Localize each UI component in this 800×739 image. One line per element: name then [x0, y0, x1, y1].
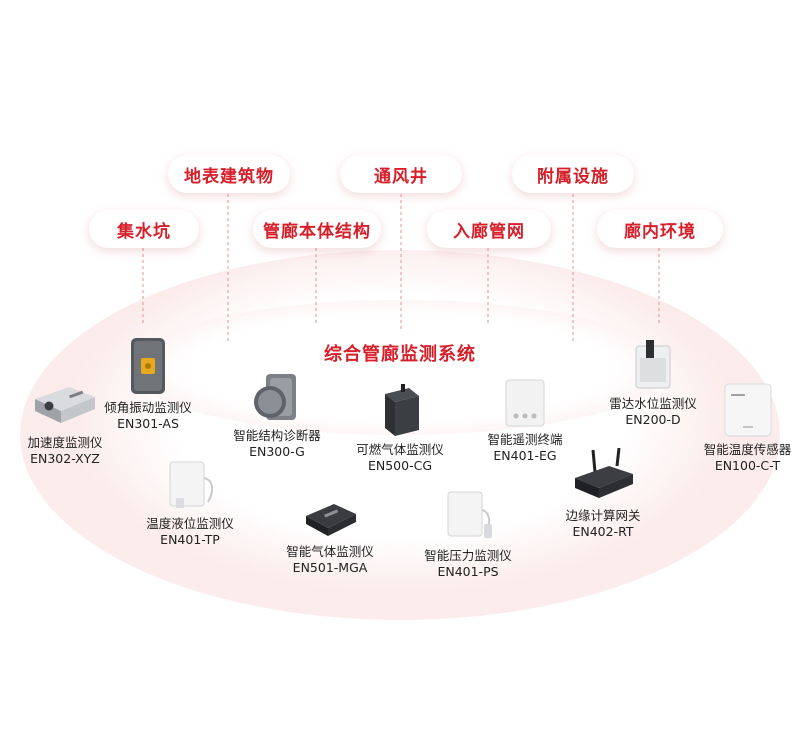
category-label: 入廊管网: [453, 221, 525, 242]
category-label: 管廊本体结构: [263, 221, 371, 242]
device-temperature: 智能温度传感器 EN100-C-T: [695, 382, 800, 474]
device-edge-gateway: 边缘计算网关 EN402-RT: [548, 447, 658, 540]
device-remote: 智能遥测终端 EN401-EG: [470, 378, 580, 464]
device-name: 智能温度传感器: [703, 442, 792, 457]
device-name: 智能结构诊断器: [233, 428, 321, 443]
gas-detector-icon: [377, 384, 423, 438]
category-tunnel-environment: 廊内环境: [597, 210, 723, 248]
device-model: EN200-D: [625, 412, 681, 427]
device-model: EN100-C-T: [714, 458, 781, 473]
liquid-level-icon: [162, 458, 218, 512]
pressure-sensor-icon: [440, 488, 496, 544]
device-accelerometer: 加速度监测仪 EN302-XYZ: [10, 375, 120, 467]
device-name: 加速度监测仪: [27, 435, 103, 450]
category-label: 通风井: [374, 166, 428, 187]
device-combustible: 可燃气体监测仪 EN500-CG: [345, 384, 455, 474]
device-model: EN401-TP: [160, 532, 220, 547]
gateway-router-icon: [571, 447, 635, 504]
device-model: EN401-PS: [437, 564, 499, 579]
temperature-sensor-icon: [721, 382, 775, 438]
device-name: 边缘计算网关: [565, 508, 641, 523]
telemetry-terminal-icon: [502, 378, 548, 428]
device-model: EN401-EG: [493, 448, 557, 463]
sensor-box-icon: [29, 375, 101, 431]
device-model: EN300-G: [249, 444, 305, 459]
category-label: 廊内环境: [624, 221, 696, 242]
category-label: 地表建筑物: [184, 166, 274, 187]
device-name: 可燃气体监测仪: [356, 442, 444, 457]
device-model: EN301-AS: [117, 416, 179, 431]
device-tilt: 倾角振动监测仪 EN301-AS: [98, 336, 198, 432]
category-surface-building: 地表建筑物: [168, 155, 290, 193]
smart-gas-icon: [300, 498, 360, 540]
radar-level-icon: [628, 338, 678, 392]
device-model: EN500-CG: [367, 458, 433, 473]
structure-diagnoser-icon: [250, 372, 304, 424]
device-pressure: 智能压力监测仪 EN401-PS: [408, 488, 528, 580]
device-structure: 智能结构诊断器 EN300-G: [222, 372, 332, 460]
category-sump-pit: 集水坑: [89, 210, 199, 248]
device-model: EN501-MGA: [292, 560, 368, 575]
device-model: EN302-XYZ: [30, 451, 100, 466]
device-water-level: 雷达水位监测仪 EN200-D: [598, 338, 708, 428]
device-name: 倾角振动监测仪: [104, 400, 192, 415]
device-name: 雷达水位监测仪: [609, 396, 697, 411]
system-title: 综合管廊监测系统: [324, 344, 476, 365]
category-label: 集水坑: [117, 221, 171, 242]
device-name: 智能压力监测仪: [424, 548, 512, 563]
device-model: EN402-RT: [572, 524, 634, 539]
category-pipe-entry: 入廊管网: [427, 210, 551, 248]
device-name: 温度液位监测仪: [146, 516, 234, 531]
device-smart-gas: 智能气体监测仪 EN501-MGA: [270, 498, 390, 576]
device-temp-liquid: 温度液位监测仪 EN401-TP: [135, 458, 245, 548]
category-tunnel-structure: 管廊本体结构: [253, 210, 381, 248]
tilt-sensor-icon: [125, 336, 171, 396]
category-ventilation-shaft: 通风井: [340, 155, 462, 193]
category-ancillary-facilities: 附属设施: [512, 155, 634, 193]
category-label: 附属设施: [537, 166, 609, 187]
device-name: 智能气体监测仪: [286, 544, 374, 559]
device-name: 智能遥测终端: [487, 432, 563, 447]
